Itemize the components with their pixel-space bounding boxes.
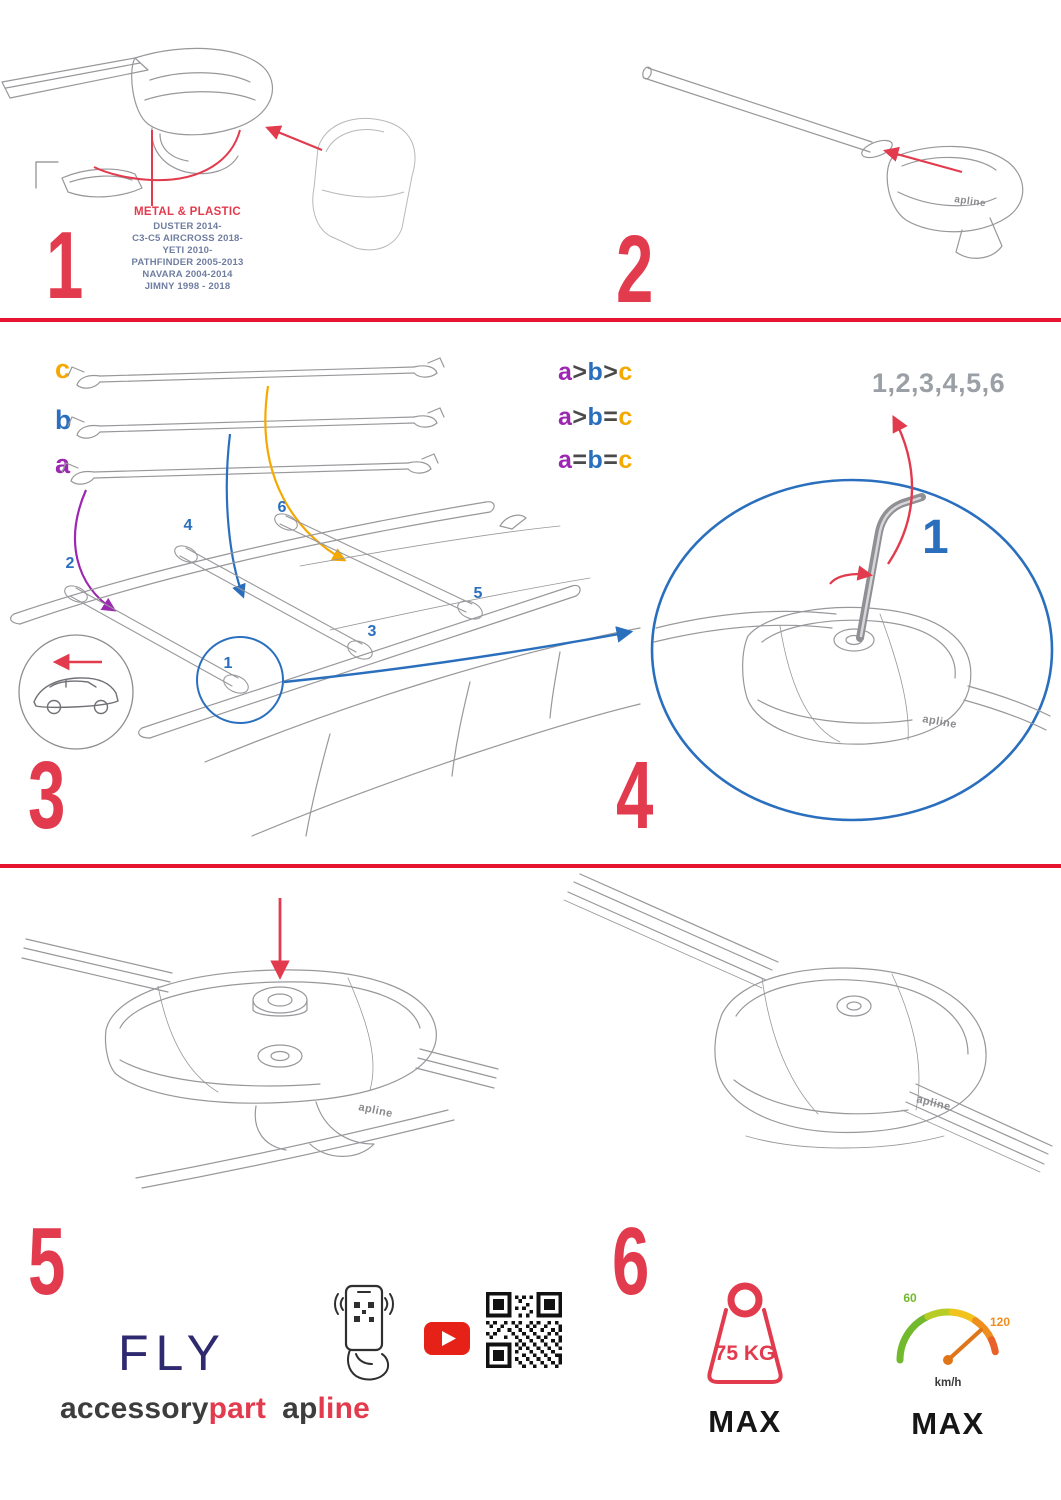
legend-a: a bbox=[558, 358, 573, 386]
speed-tick-low: 60 bbox=[903, 1291, 917, 1305]
bar-label-b: b bbox=[55, 405, 72, 435]
insert-arrow bbox=[883, 146, 963, 174]
legend-b: b bbox=[587, 446, 604, 474]
roof-diagram bbox=[10, 501, 641, 837]
legend-op: > bbox=[572, 358, 588, 386]
legend-op: = bbox=[572, 446, 588, 474]
foot-exploded-view bbox=[1, 47, 274, 198]
legend-b: b bbox=[587, 403, 604, 431]
position-numbers: 2 4 6 1 3 5 bbox=[66, 499, 483, 672]
youtube-icon bbox=[424, 1322, 470, 1355]
sequence-arrow bbox=[887, 415, 914, 565]
step4-number: 4 bbox=[616, 742, 653, 849]
foot-closeup bbox=[653, 606, 1051, 745]
logo-accessory: accessory bbox=[60, 1392, 209, 1425]
position-3: 3 bbox=[368, 623, 377, 640]
gauge-arc bbox=[896, 1308, 999, 1364]
legend-op: = bbox=[603, 446, 619, 474]
legend-row-2: a>b=c bbox=[558, 405, 633, 430]
zoom-circle bbox=[650, 478, 1054, 822]
gauge-needle bbox=[946, 1328, 983, 1362]
knob-foot-closeup bbox=[21, 938, 499, 1189]
legend-a: a bbox=[558, 446, 573, 474]
vehicle-compatibility-list: DUSTER 2014- C3-C5 AIRCROSS 2018- YETI 2… bbox=[100, 221, 275, 293]
crossbar-a bbox=[61, 453, 439, 485]
position-6: 6 bbox=[278, 499, 287, 516]
foot-brand-text: apline bbox=[915, 1093, 952, 1113]
zoom-pointer-arrow bbox=[283, 626, 634, 684]
max-weight-icon: 75 KG bbox=[707, 1282, 783, 1384]
legend-op: > bbox=[603, 358, 619, 386]
legend-row-1: a>b>c bbox=[558, 360, 633, 385]
step5-number: 5 bbox=[28, 1208, 65, 1315]
position-2: 2 bbox=[66, 555, 75, 572]
speed-unit: km/h bbox=[935, 1377, 962, 1389]
legend-op: > bbox=[572, 403, 588, 431]
max-speed-label: MAX bbox=[911, 1406, 985, 1441]
vehicle-item: YETI 2010- bbox=[162, 244, 213, 256]
logo-line-word: line bbox=[317, 1392, 370, 1425]
vehicle-item: C3-C5 AIRCROSS 2018- bbox=[132, 232, 243, 244]
rotate-arrow bbox=[829, 565, 874, 585]
cover-piece bbox=[312, 118, 416, 251]
bar-and-foot bbox=[642, 66, 1024, 259]
step1-number: 1 bbox=[46, 212, 83, 319]
step4-zoom-diagram: apline bbox=[650, 415, 1054, 822]
allen-key-icon bbox=[856, 493, 926, 642]
crossbar-b bbox=[67, 407, 445, 439]
legend-b: b bbox=[587, 358, 604, 386]
bar-label-c: c bbox=[55, 354, 71, 384]
mounted-foot-closeup bbox=[563, 873, 1053, 1173]
bar-label-a: a bbox=[55, 449, 71, 479]
section-divider bbox=[0, 864, 1061, 868]
legend-c: c bbox=[618, 446, 633, 474]
car-direction-icon bbox=[18, 634, 134, 750]
material-label: METAL & PLASTIC bbox=[134, 206, 241, 218]
legend-c: c bbox=[618, 403, 633, 431]
step1-diagram bbox=[1, 47, 416, 251]
step3-diagram: 2 4 6 1 3 5 bbox=[10, 357, 641, 837]
legend-op: = bbox=[603, 403, 619, 431]
step5-diagram: apline bbox=[21, 898, 499, 1189]
legend-row-3: a=b=c bbox=[558, 448, 633, 473]
step6-diagram: apline bbox=[563, 873, 1053, 1173]
max-speed-gauge-icon: 60 120 km/h bbox=[896, 1291, 1010, 1389]
foot-brand-text: apline bbox=[921, 713, 957, 731]
max-weight-label: MAX bbox=[708, 1404, 782, 1439]
gauge-pivot bbox=[943, 1355, 953, 1365]
callout-number: 1 bbox=[922, 511, 949, 564]
logo-ap: ap bbox=[282, 1392, 318, 1425]
logo-part: part bbox=[208, 1392, 267, 1425]
vehicle-item: NAVARA 2004-2014 bbox=[142, 268, 233, 280]
position-1: 1 bbox=[224, 655, 233, 672]
tighten-sequence-text: 1,2,3,4,5,6 bbox=[872, 368, 1006, 398]
speed-tick-high: 120 bbox=[990, 1315, 1010, 1329]
vehicle-item: PATHFINDER 2005-2013 bbox=[131, 256, 244, 268]
qr-code bbox=[486, 1292, 562, 1368]
legend-c: c bbox=[618, 358, 633, 386]
foot-brand-text: apline bbox=[954, 194, 987, 209]
step2-diagram: apline bbox=[642, 66, 1024, 259]
vehicle-item: DUSTER 2014- bbox=[153, 221, 222, 232]
position-5: 5 bbox=[474, 585, 483, 602]
section-divider bbox=[0, 318, 1061, 322]
installed-crossbars bbox=[64, 513, 483, 694]
position1-highlight-circle bbox=[196, 636, 284, 724]
legend-a: a bbox=[558, 403, 573, 431]
vehicle-item: JIMNY 1998 - 2018 bbox=[144, 280, 231, 292]
max-weight-value: 75 KG bbox=[715, 1342, 776, 1365]
product-name: FLY bbox=[118, 1325, 227, 1381]
crossbar-c bbox=[67, 357, 445, 389]
position-4: 4 bbox=[184, 517, 193, 534]
step6-number: 6 bbox=[612, 1208, 649, 1315]
phone-scan-icon bbox=[334, 1284, 394, 1381]
step2-number: 2 bbox=[616, 216, 653, 323]
step1-arrows bbox=[93, 125, 323, 206]
step3-number: 3 bbox=[28, 742, 65, 849]
foot-brand-text: apline bbox=[357, 1101, 394, 1120]
length-guide-curves bbox=[74, 385, 347, 612]
